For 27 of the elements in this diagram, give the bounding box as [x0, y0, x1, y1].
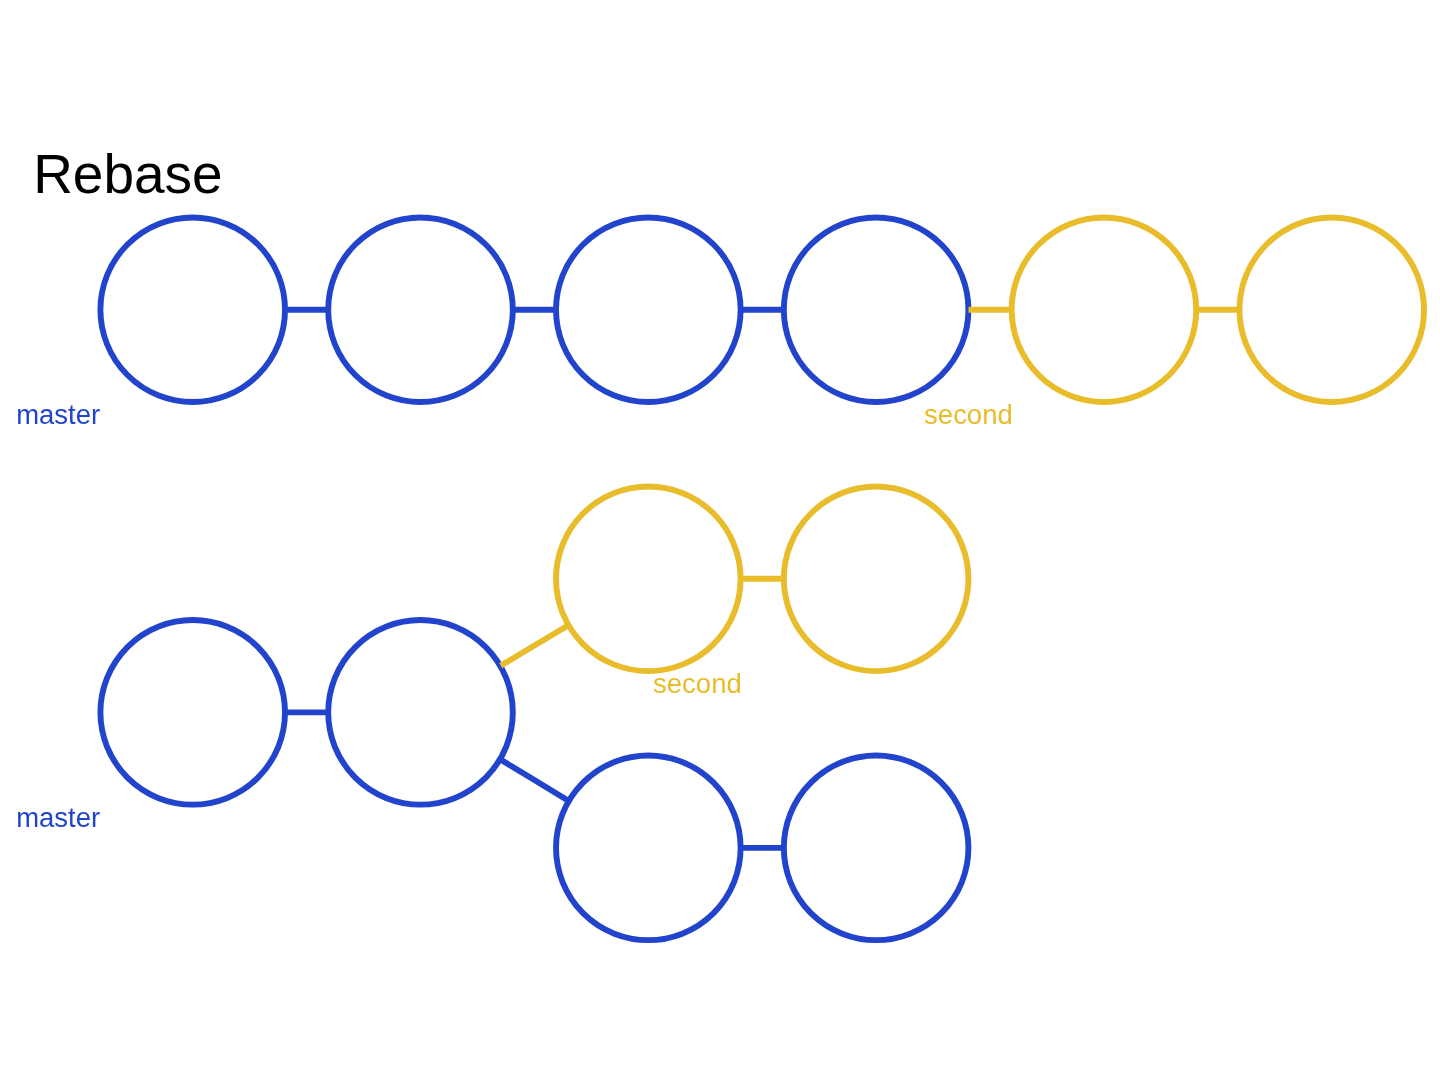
connector	[740, 844, 784, 851]
connector	[740, 575, 784, 582]
node-circle	[553, 483, 744, 674]
node-circle	[325, 616, 516, 808]
node-circle	[780, 752, 972, 943]
node-label: master	[16, 801, 101, 833]
node-circle	[1008, 214, 1200, 405]
node-label: second	[924, 398, 1013, 430]
connector	[285, 306, 328, 313]
node-label: second	[653, 667, 742, 699]
connector	[499, 622, 570, 668]
connector	[285, 708, 328, 715]
node-circle	[325, 214, 516, 405]
node-circle	[97, 616, 288, 808]
node-circle	[780, 483, 972, 674]
node-label: master	[16, 398, 101, 430]
node-circle	[780, 214, 972, 405]
node-circle	[97, 214, 288, 405]
node-circle	[553, 214, 744, 405]
connector	[1196, 306, 1240, 313]
node-circle	[553, 752, 744, 943]
connector	[512, 306, 556, 313]
connector	[968, 306, 1012, 313]
connector	[498, 756, 571, 803]
connector	[740, 306, 784, 313]
node-circle	[1236, 214, 1427, 405]
diagram-title: Rebase	[33, 142, 223, 205]
